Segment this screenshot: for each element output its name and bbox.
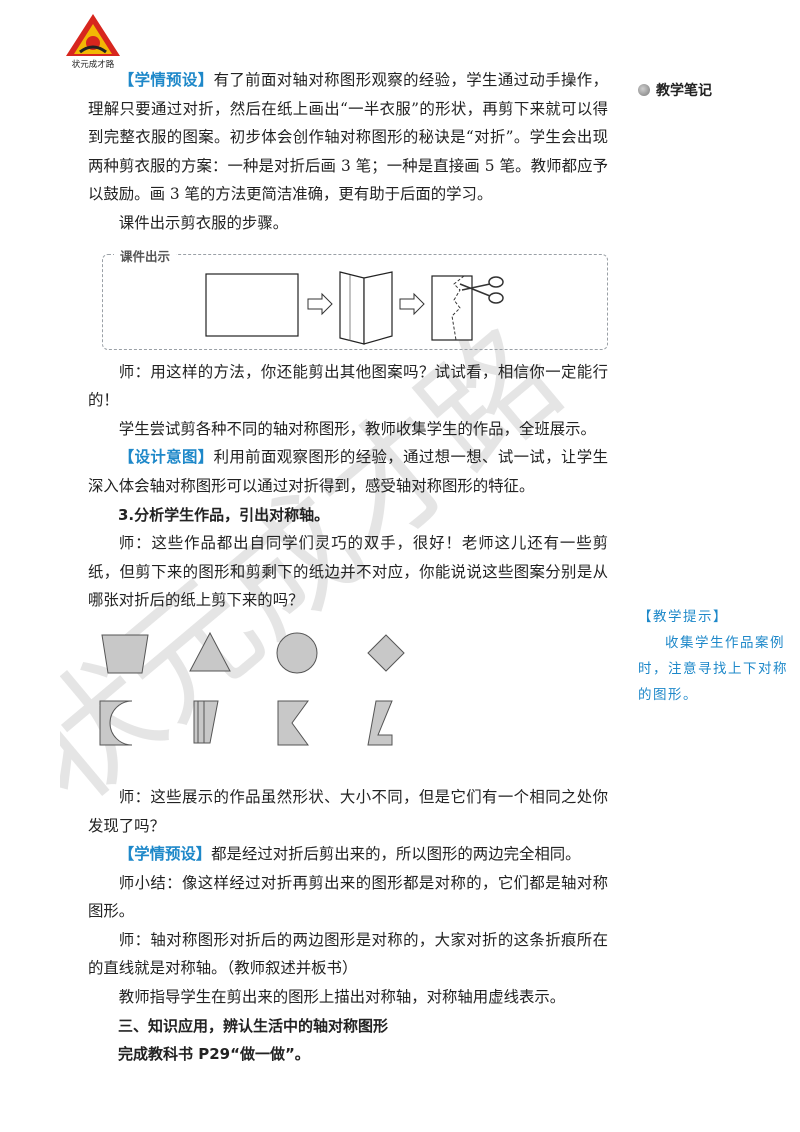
paragraph: 课件出示剪衣服的步骤。	[118, 213, 289, 232]
paragraph-text: 都是经过对折后剪出来的，所以图形的两边完全相同。	[211, 845, 581, 864]
paragraph: 师：轴对称图形对折后的两边图形是对称的，大家对折的这条折痕所在的直线就是对称轴。…	[88, 930, 608, 978]
arrow-right-icon	[307, 292, 333, 315]
arrow-right-icon	[399, 292, 425, 315]
paragraph-text: 利用前面观察图形的经验，通过想一想、试一试，让学生深入体会轴对称图形可以通过对折…	[88, 448, 608, 495]
scissors-icon	[459, 275, 504, 304]
notes-heading-text: 教学笔记	[656, 83, 712, 99]
circle-shape	[276, 632, 318, 674]
notes-heading: 教学笔记	[638, 80, 712, 100]
diamond-cutout-paper	[367, 700, 393, 746]
brand-logo-text: 状元成才路	[72, 59, 115, 70]
courseware-label: 课件出示	[114, 245, 177, 265]
courseware-illustration	[205, 270, 504, 345]
paragraph-text: 有了前面对轴对称图形观察的经验，学生通过动手操作，理解只要通过对折，然后在纸上画…	[88, 71, 608, 204]
triangle-cutout-paper	[277, 700, 309, 746]
tip-title: 【教学提示】	[638, 609, 728, 625]
paragraph: 师小结：像这样经过对折再剪出来的图形都是对称的，它们都是轴对称图形。	[88, 873, 608, 921]
courseware-frame	[102, 253, 608, 350]
paper-cut-shapes	[99, 631, 405, 746]
courseware-display: 课件出示	[102, 245, 610, 352]
main-content: 【学情预设】有了前面对轴对称图形观察的经验，学生通过动手操作，理解只要通过对折，…	[88, 66, 608, 1069]
paragraph: 学生尝试剪各种不同的轴对称图形，教师收集学生的作品，全班展示。	[118, 419, 596, 438]
section-heading: 完成教科书 P29“做一做”。	[118, 1045, 310, 1064]
tip-text: 收集学生作品案例时，注意寻找上下对称的图形。	[638, 635, 788, 703]
trapezoid-shape	[101, 634, 149, 674]
folding-paper	[339, 270, 365, 345]
brand-logo: 状元成才路	[66, 14, 120, 70]
paragraph: 师：这些作品都出自同学们灵巧的双手，很好！老师这儿还有一些剪纸，但剪下来的图形和…	[88, 534, 608, 610]
tag-design-intent: 【设计意图】	[118, 448, 214, 467]
diamond-shape	[367, 634, 405, 672]
tag-preset: 【学情预设】	[118, 71, 214, 89]
section-heading: 三、知识应用，辨认生活中的轴对称图形	[118, 1016, 389, 1035]
paragraph: 师：用这样的方法，你还能剪出其他图案吗？试试看，相信你一定能行的！	[88, 362, 608, 410]
paragraph-preset-1: 【学情预设】有了前面对轴对称图形观察的经验，学生通过动手操作，理解只要通过对折，…	[88, 66, 608, 209]
tag-preset: 【学情预设】	[118, 845, 212, 864]
paragraph: 师：这些展示的作品虽然形状、大小不同，但是它们有一个相同之处你发现了吗？	[88, 787, 608, 835]
bullet-dot-icon	[638, 84, 650, 96]
paragraph-preset-2: 【学情预设】都是经过对折后剪出来的，所以图形的两边完全相同。	[88, 840, 608, 869]
paper-sheet	[205, 272, 299, 337]
teaching-tip: 【教学提示】 收集学生作品案例时，注意寻找上下对称的图形。	[638, 604, 788, 708]
paragraph-design-intent: 【设计意图】利用前面观察图形的经验，通过想一想、试一试，让学生深入体会轴对称图形…	[88, 443, 608, 500]
paragraph: 教师指导学生在剪出来的图形上描出对称轴，对称轴用虚线表示。	[118, 988, 566, 1007]
triangle-shape	[189, 631, 231, 672]
circle-cutout-paper	[99, 700, 133, 746]
section-heading: 3.分析学生作品，引出对称轴。	[118, 505, 330, 524]
